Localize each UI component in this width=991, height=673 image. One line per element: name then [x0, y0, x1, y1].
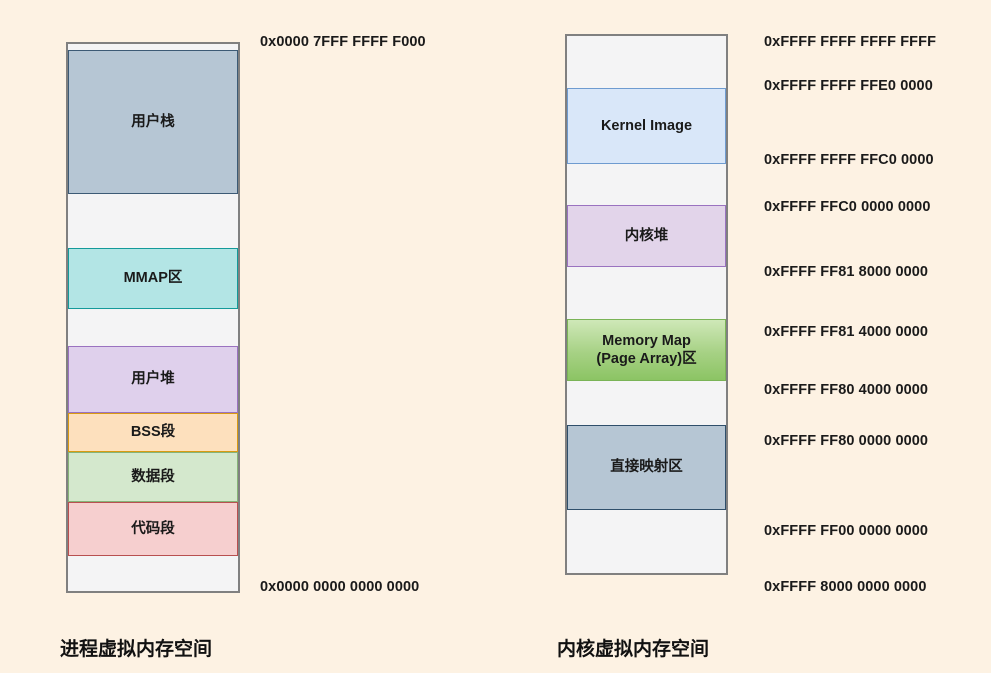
- address-label-kernel-1: 0xFFFF FFFF FFE0 0000: [764, 78, 933, 94]
- address-label-kernel-8: 0xFFFF FF00 0000 0000: [764, 523, 929, 539]
- kernel-region-kimage: Kernel Image: [567, 88, 726, 164]
- process-region-data: 数据段: [68, 452, 238, 502]
- address-label-process-bottom: 0x0000 0000 0000 0000: [260, 579, 420, 595]
- address-label-kernel-6: 0xFFFF FF80 4000 0000: [764, 382, 929, 398]
- address-label-process-top: 0x0000 7FFF FFFF F000: [260, 34, 426, 50]
- kernel-spacer-4: [567, 267, 726, 319]
- process-spacer-9: [68, 556, 238, 591]
- process-region-heap: 用户堆: [68, 346, 238, 413]
- process-region-mmap: MMAP区: [68, 248, 238, 309]
- address-label-kernel-7: 0xFFFF FF80 0000 0000: [764, 433, 929, 449]
- address-label-kernel-5: 0xFFFF FF81 4000 0000: [764, 324, 929, 340]
- kernel-memory-stack: Kernel Image 内核堆 Memory Map(Page Array)区直接…: [565, 34, 728, 575]
- process-spacer-0: [68, 44, 238, 50]
- kernel-region-memmap: Memory Map(Page Array)区: [567, 319, 726, 381]
- address-label-kernel-4: 0xFFFF FF81 8000 0000: [764, 264, 929, 280]
- kernel-spacer-6: [567, 381, 726, 425]
- caption-process-memory: 进程虚拟内存空间: [60, 639, 213, 660]
- process-spacer-4: [68, 309, 238, 346]
- process-region-stack: 用户栈: [68, 50, 238, 194]
- process-spacer-2: [68, 194, 238, 248]
- address-label-kernel-0: 0xFFFF FFFF FFFF FFFF: [764, 34, 937, 50]
- address-label-kernel-3: 0xFFFF FFC0 0000 0000: [764, 199, 931, 215]
- caption-kernel-memory: 内核虚拟内存空间: [557, 639, 710, 660]
- kernel-spacer-0: [567, 36, 726, 88]
- kernel-memory-column: Kernel Image 内核堆 Memory Map(Page Array)区直接…: [565, 34, 728, 575]
- kernel-region-direct: 直接映射区: [567, 425, 726, 510]
- address-label-kernel-9: 0xFFFF 8000 0000 0000: [764, 579, 927, 595]
- process-region-code: 代码段: [68, 502, 238, 556]
- kernel-spacer-8: [567, 510, 726, 573]
- kernel-region-kheap: 内核堆: [567, 205, 726, 267]
- kernel-spacer-2: [567, 164, 726, 205]
- process-region-bss: BSS段: [68, 413, 238, 452]
- address-label-kernel-2: 0xFFFF FFFF FFC0 0000: [764, 152, 934, 168]
